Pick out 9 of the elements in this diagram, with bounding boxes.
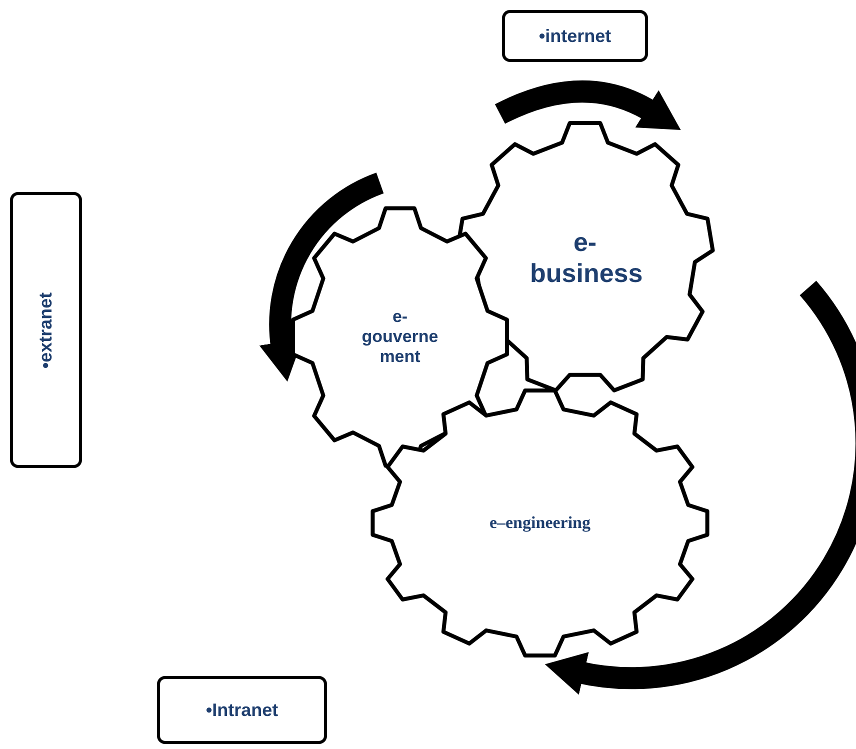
node-label: •extranet — [36, 292, 56, 368]
label-box — [157, 676, 327, 744]
node-label: e–engineering — [488, 513, 592, 533]
node-label: e- gouverne ment — [360, 307, 440, 367]
node-label: e- business — [530, 227, 640, 289]
node-label: •internet — [538, 26, 612, 46]
node-label: •Intranet — [206, 700, 278, 720]
label-box — [10, 192, 82, 468]
label-box — [502, 10, 648, 62]
